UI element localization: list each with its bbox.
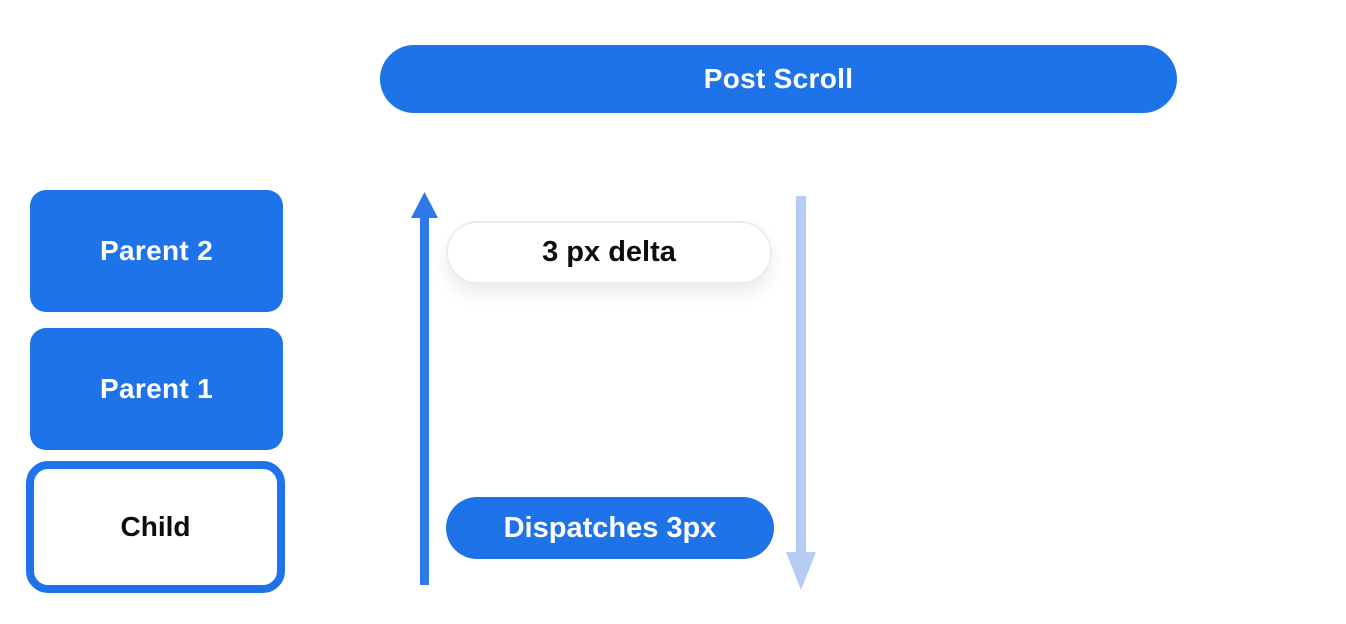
up-arrow-icon: [411, 192, 438, 585]
down-arrow-shaft: [796, 196, 806, 558]
delta-pill-label: 3 px delta: [542, 236, 676, 268]
dispatches-pill: Dispatches 3px: [446, 497, 774, 559]
up-arrow-shaft: [420, 212, 429, 585]
delta-pill: 3 px delta: [446, 221, 772, 284]
post-scroll-label: Post Scroll: [703, 63, 854, 94]
parent-1-label: Parent 1: [100, 373, 213, 404]
down-arrow-head: [786, 552, 816, 590]
down-arrow-icon: [786, 196, 816, 590]
parent-2-label: Parent 2: [100, 235, 213, 266]
child-box: Child: [26, 461, 285, 593]
parent-1-box: Parent 1: [30, 328, 283, 450]
post-scroll-pill: Post Scroll: [380, 45, 1177, 113]
child-label: Child: [120, 511, 191, 542]
up-arrow-head: [411, 192, 438, 218]
dispatches-pill-label: Dispatches 3px: [503, 511, 717, 544]
parent-2-box: Parent 2: [30, 190, 283, 312]
